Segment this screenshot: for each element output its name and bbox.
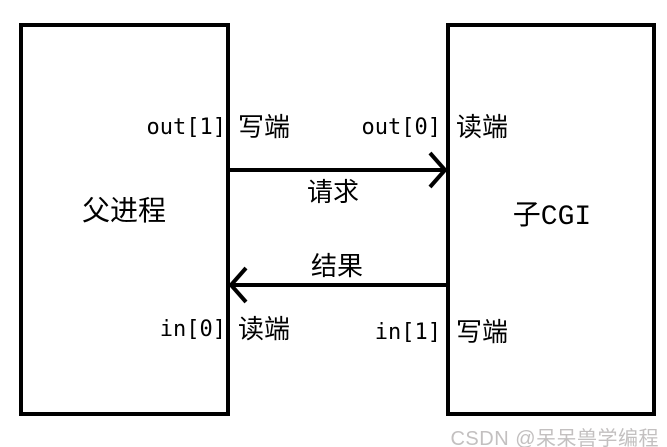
role-label-out1-write-end: 写端 [238,113,291,142]
request-arrow-label: 请求 [306,178,360,207]
fd-label-in0: in[0] [159,317,226,342]
parent-process-box [19,23,230,416]
result-arrow-label: 结果 [310,252,364,281]
role-label-in1-write-end: 写端 [456,318,509,347]
request-arrowhead-icon [428,151,448,189]
fd-label-out1: out[1] [146,115,226,140]
result-arrowhead-icon [228,266,248,304]
csdn-watermark: CSDN @呆呆兽学编程 [450,428,659,447]
role-label-out0-read-end: 读端 [456,113,509,142]
child-cgi-title: 子CGI [512,202,592,233]
fd-label-out0: out[0] [361,115,441,140]
parent-process-title: 父进程 [81,198,167,229]
role-label-in0-read-end: 读端 [238,315,291,344]
child-cgi-box [446,23,656,416]
fd-label-in1: in[1] [374,320,441,345]
